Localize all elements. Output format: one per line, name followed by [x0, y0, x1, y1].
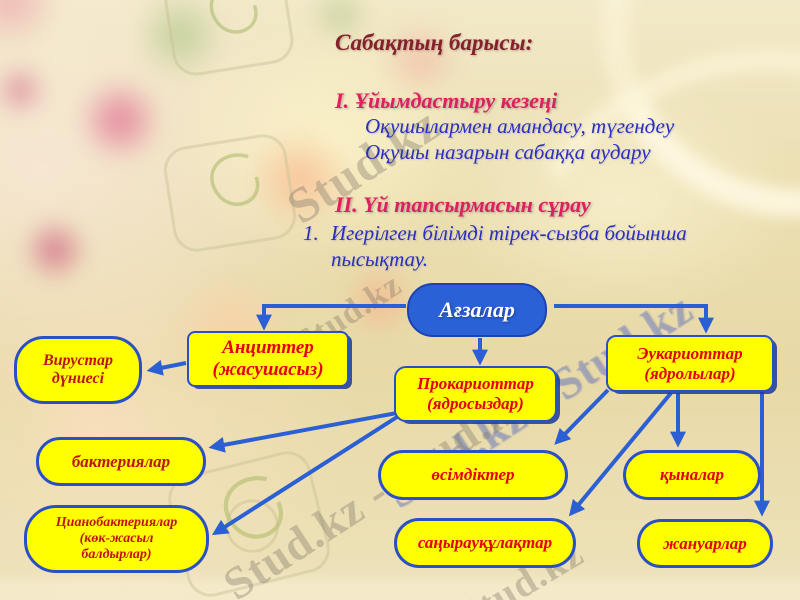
- node-label: Эукариоттар: [637, 343, 743, 363]
- diagram-node-ancitter: Анциттер (жасушасыз): [187, 331, 349, 387]
- node-label: дүниесі: [51, 370, 105, 387]
- node-label: (ядросыздар): [427, 394, 524, 413]
- section1-line2: Оқушы назарын сабаққа аудару: [365, 140, 651, 164]
- node-label: Вирустар: [42, 351, 113, 369]
- section2-title: II. Үй тапсырмасын сұрау: [335, 192, 591, 217]
- diagram-node-kynalar: қыналар: [623, 450, 761, 500]
- slide-heading: Сабақтың барысы:: [335, 30, 534, 55]
- diagram-node-prokariot: Прокариоттар (ядросыздар): [394, 366, 557, 422]
- list-item-line1: Игерілген білімді тірек-сызба бойынша: [331, 221, 687, 245]
- node-label: жануарлар: [663, 533, 747, 553]
- floral-background: [0, 0, 570, 500]
- connector-root-to-eukariot: [554, 304, 714, 334]
- diagram-node-eukariot: Эукариоттар (ядролылар): [606, 335, 774, 392]
- connector-root-to-ancitter: [256, 304, 406, 331]
- node-label: (ядролылар): [644, 363, 736, 383]
- node-label: бактериялар: [71, 451, 171, 471]
- stud-kz-logo-watermark: [161, 0, 297, 79]
- section1-title: I. Ұйымдастыру кезеңі: [335, 88, 558, 113]
- node-label: Ағзалар: [439, 297, 515, 323]
- list-item-number: 1.: [303, 221, 319, 245]
- diagram-node-sanyraukulaktar: саңырауқұлақтар: [394, 518, 576, 568]
- connector-prokariot-to-ciano: [211, 415, 399, 536]
- node-label: балдырлар): [81, 547, 152, 563]
- diagram-node-cianobakteria: Цианобактериялар (көк-жасыл балдырлар): [24, 505, 209, 573]
- node-label: Анциттер: [222, 337, 314, 359]
- diagram-node-bakteria: бактериялар: [36, 437, 206, 486]
- node-label: (көк-жасыл: [79, 530, 154, 546]
- diagram-node-agzalar: Ағзалар: [407, 283, 547, 337]
- node-label: өсімдіктер: [431, 465, 515, 485]
- node-label: саңырауқұлақтар: [417, 533, 553, 553]
- connector-prokariot-to-bakteria: [208, 411, 398, 453]
- node-label: (жасушасыз): [212, 359, 324, 380]
- section1-line1: Оқушылармен амандасу, түгендеу: [365, 114, 675, 138]
- node-label: қыналар: [659, 465, 725, 485]
- node-label: Прокариоттар: [417, 374, 534, 394]
- stud-kz-logo-watermark: [160, 130, 300, 256]
- node-label: Цианобактериялар: [55, 514, 178, 530]
- diagram-node-zhanuarlar: жануарлар: [637, 519, 773, 568]
- diagram-node-osimdikter: өсімдіктер: [378, 450, 568, 500]
- list-item-line2: пысықтау.: [331, 247, 428, 271]
- connector-ancitter-to-virustar: [146, 359, 187, 376]
- diagram-node-virustar: Вирустар дүниесі: [14, 336, 142, 404]
- connector-eukariot-to-osimdikter: [554, 388, 610, 445]
